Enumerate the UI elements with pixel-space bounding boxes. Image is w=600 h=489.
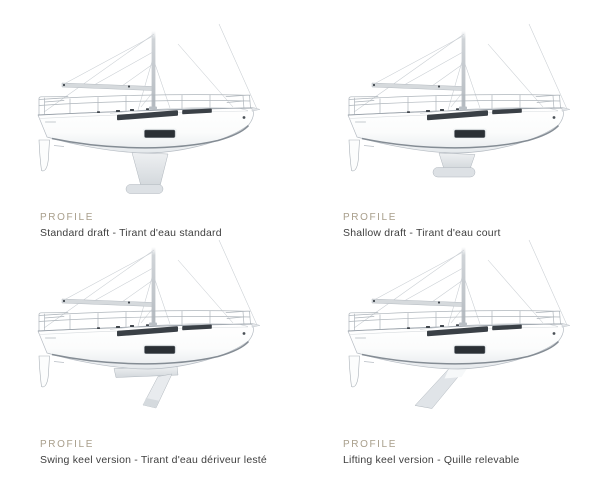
- variant-description: Standard draft - Tirant d'eau standard: [40, 227, 222, 239]
- caption-lifting-keel: PROFILE Lifting keel version - Quille re…: [343, 439, 519, 467]
- boat-image-lifting-keel: [347, 239, 571, 409]
- profile-label: PROFILE: [40, 212, 94, 223]
- sailboat-hull: [347, 239, 571, 388]
- swing-keel: [113, 366, 179, 409]
- lifting-keel: [414, 365, 469, 409]
- variant-description: Swing keel version - Tirant d'eau dérive…: [40, 454, 267, 466]
- sailboat-hull: [37, 23, 261, 172]
- variant-card-swing-keel: PROFILE Swing keel version - Tirant d'ea…: [0, 230, 300, 489]
- variant-card-lifting-keel: PROFILE Lifting keel version - Quille re…: [300, 230, 600, 489]
- boat-image-swing-keel: [37, 239, 261, 409]
- shallow-keel: [432, 152, 476, 178]
- variant-card-standard-draft: PROFILE Standard draft - Tirant d'eau st…: [0, 0, 300, 239]
- variant-description: Lifting keel version - Quille relevable: [343, 454, 520, 466]
- boat-image-shallow-draft: [347, 23, 571, 178]
- sailboat-hull: [37, 239, 261, 388]
- profile-label: PROFILE: [343, 212, 397, 223]
- caption-swing-keel: PROFILE Swing keel version - Tirant d'ea…: [40, 439, 267, 467]
- standard-keel: [125, 152, 169, 194]
- sailboat-hull: [347, 23, 571, 172]
- caption-standard-draft: PROFILE Standard draft - Tirant d'eau st…: [40, 212, 222, 240]
- profile-label: PROFILE: [343, 439, 397, 450]
- variant-card-shallow-draft: PROFILE Shallow draft - Tirant d'eau cou…: [300, 0, 600, 239]
- variant-description: Shallow draft - Tirant d'eau court: [343, 227, 501, 239]
- boat-image-standard-draft: [37, 23, 261, 194]
- profile-label: PROFILE: [40, 439, 94, 450]
- caption-shallow-draft: PROFILE Shallow draft - Tirant d'eau cou…: [343, 212, 501, 240]
